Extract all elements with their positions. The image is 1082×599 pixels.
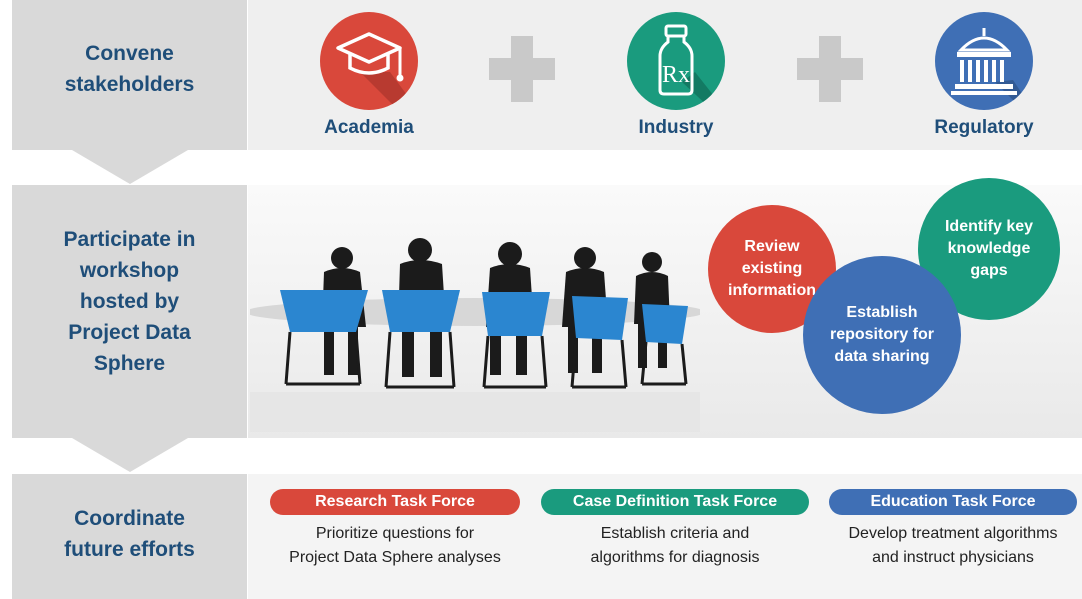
case-definition-task-force-pill: Case Definition Task Force: [541, 489, 809, 515]
education-desc-line-1: Develop treatment algorithms: [848, 525, 1058, 542]
arrow-down-1: [72, 150, 188, 184]
education-desc-line-2: and instruct physicians: [872, 549, 1034, 566]
coordinate-side-panel: [12, 474, 247, 599]
participate-label: Participate in workshop hosted by Projec…: [63, 228, 196, 375]
case-definition-desc-line-2: algorithms for diagnosis: [590, 549, 760, 566]
industry-label: Industry: [638, 117, 714, 138]
plus-icon-1: [489, 36, 555, 102]
education-task-force-desc: Develop treatment algorithms and instruc…: [824, 522, 1082, 570]
plus-icon-2: [797, 36, 863, 102]
industry-circle: Rx: [627, 12, 725, 110]
case-definition-desc-line-1: Establish criteria and: [600, 525, 750, 542]
academia-circle: [320, 12, 418, 110]
government-building-icon: [951, 28, 1033, 110]
bubble-establish-repository: Establish repository for data sharing: [803, 256, 961, 414]
education-task-force-pill: Education Task Force: [829, 489, 1077, 515]
academia-label: Academia: [324, 117, 414, 138]
arrow-down-2: [72, 438, 188, 472]
participate-side-panel: [12, 185, 247, 438]
rx-bottle-icon: Rx: [658, 24, 725, 110]
research-desc-line-2: Project Data Sphere analyses: [289, 549, 501, 566]
regulatory-label: Regulatory: [934, 117, 1034, 138]
convene-side-panel: [12, 0, 247, 150]
meeting-silhouette-image: [250, 238, 700, 432]
research-task-force-pill: Research Task Force: [270, 489, 520, 515]
case-definition-task-force-desc: Establish criteria and algorithms for di…: [536, 522, 814, 570]
coordinate-label: Coordinate future efforts: [64, 507, 195, 561]
research-task-force-desc: Prioritize questions for Project Data Sp…: [262, 522, 528, 570]
research-desc-line-1: Prioritize questions for: [315, 525, 475, 542]
convene-label: Convene stakeholders: [64, 42, 195, 96]
graduation-cap-icon: [336, 32, 418, 110]
svg-text:Rx: Rx: [662, 62, 690, 88]
regulatory-circle: [935, 12, 1033, 110]
